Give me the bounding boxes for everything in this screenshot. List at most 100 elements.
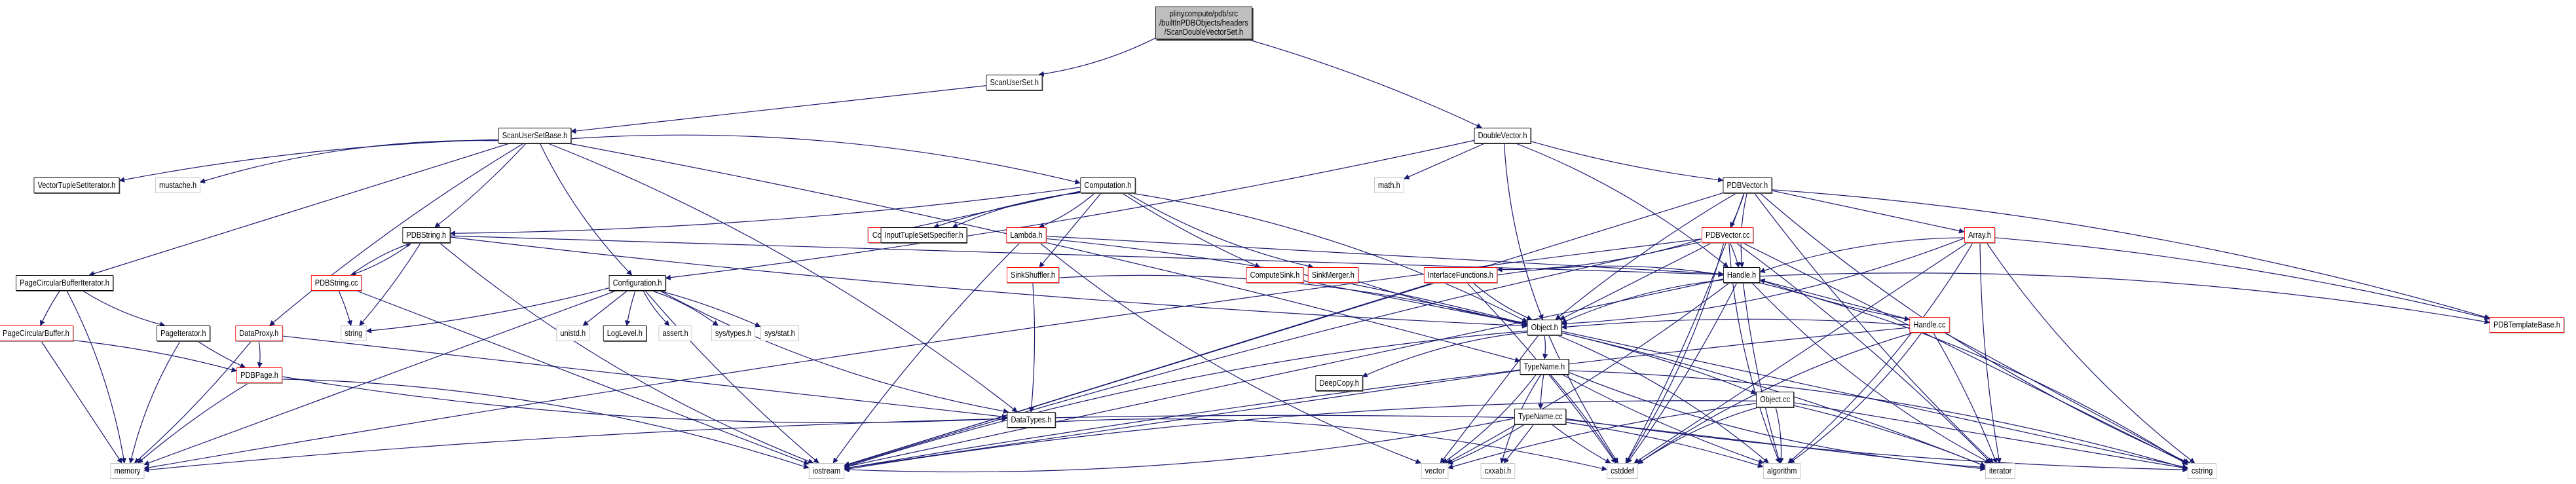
edge-pageiterator-to-pdbpage (197, 341, 246, 368)
edge-dataproxy-to-pdbpage (257, 341, 263, 368)
edge-computation-to-computesink (1122, 193, 1261, 268)
node-pdbpage[interactable]: PDBPage.h (236, 367, 282, 383)
edge-doublevector-to-pdbvector (1531, 141, 1724, 183)
node-loglevel[interactable]: LogLevel.h (603, 326, 646, 341)
node-handle-cc[interactable]: Handle.cc (1909, 317, 1950, 333)
node-root[interactable]: plinycompute/pdb/src /builtInPDBObjects/… (1155, 7, 1252, 39)
edge-pagecircularbufferiterator-to-pagecircularbuffer (40, 290, 60, 326)
edge-pagecircularbuffer-to-memory (41, 341, 122, 464)
node-computesink[interactable]: ComputeSink.h (1246, 267, 1303, 283)
node-sinkshuffler[interactable]: SinkShuffler.h (1007, 267, 1059, 283)
edge-pdbstring_h-to-string (359, 242, 421, 326)
node-object-cc[interactable]: Object.cc (1756, 392, 1795, 407)
node-typename-h[interactable]: TypeName.h (1520, 359, 1569, 375)
edge-configuration-to-string (365, 288, 609, 333)
edge-pdbstring_cc-to-iostream (356, 290, 810, 465)
edges-layer (40, 37, 2490, 473)
edge-computesink-to-object_h (1303, 280, 1528, 326)
edge-pdbpage-to-memory (137, 382, 249, 464)
node-pdbstring-cc[interactable]: PDBString.cc (310, 275, 362, 291)
edge-pdbstring_h-to-iostream (439, 242, 814, 464)
node-pageiterator[interactable]: PageIterator.h (157, 326, 210, 341)
edge-doublevector-to-math (1404, 143, 1485, 179)
edge-object_cc-to-iostream (844, 400, 1757, 472)
node-configuration[interactable]: Configuration.h (608, 275, 666, 291)
edge-configuration-to-memory (143, 290, 616, 466)
edge-configuration-to-unistd (582, 290, 628, 326)
node-typename-cc[interactable]: TypeName.cc (1514, 409, 1566, 424)
edge-typename_cc-to-cstddef (1551, 424, 1611, 464)
edge-computation-to-pdbstring_h (449, 187, 1081, 236)
node-pdbtemplatebase[interactable]: PDBTemplateBase.h (2490, 317, 2564, 333)
edge-computation-to-lambda (1038, 193, 1095, 228)
edge-pdbstring_cc-to-string (338, 290, 352, 326)
node-handle-h[interactable]: Handle.h (1723, 267, 1761, 283)
edge-computation-to-inputtuplesetspecifier (952, 192, 1080, 228)
edge-object_h-to-vector (1440, 335, 1539, 464)
edge-root-to-scanuserset (1038, 37, 1156, 77)
node-math: math.h (1374, 177, 1404, 193)
edge-scanusersetbase-to-datatypes (548, 143, 1018, 413)
edge-interfacefunctions-to-object_h (1472, 282, 1533, 320)
edge-scanusersetbase-to-configuration (539, 143, 633, 276)
edge-configuration-to-assert (643, 290, 670, 326)
edge-typename_cc-to-cstring (1565, 418, 2188, 473)
edge-typename_cc-to-iostream (844, 418, 1514, 473)
edge-configuration-to-sysstat (659, 290, 761, 327)
edge-configuration-to-loglevel (625, 290, 636, 326)
edge-dataproxy-to-memory (134, 341, 252, 464)
node-cstring: cstring (2187, 463, 2217, 479)
edge-handle_h-to-handle_cc (1759, 279, 1911, 322)
edge-object_h-to-cstddef (1548, 335, 1618, 464)
node-pdbvector[interactable]: PDBVector.h (1723, 177, 1772, 193)
node-lambda[interactable]: Lambda.h (1006, 227, 1047, 243)
node-unistd: unistd.h (556, 326, 590, 341)
edge-sinkshuffler-to-object_h (1058, 274, 1528, 327)
node-iterator: iterator (1985, 463, 2016, 479)
edge-object_cc-to-cstring (1793, 402, 2188, 471)
node-interfacefunctions[interactable]: InterfaceFunctions.h (1423, 267, 1497, 283)
node-datatypes[interactable]: DataTypes.h (1007, 412, 1055, 428)
node-cstddef: cstddef (1607, 463, 1638, 479)
edge-handle_cc-to-cstring (1944, 332, 2188, 464)
node-dataproxy[interactable]: DataProxy.h (234, 326, 282, 341)
node-array[interactable]: Array.h (1964, 227, 1995, 243)
node-scanuserset[interactable]: ScanUserSet.h (986, 75, 1043, 90)
edge-array-to-handle_h (1759, 237, 1964, 273)
edge-handle_h-to-iterator (1751, 282, 1990, 464)
node-inputtuplesetspecifier[interactable]: InputTupleSetSpecifier.h (880, 227, 967, 243)
edge-pdbvector-to-cstring (1759, 193, 2190, 464)
edge-scanusersetbase-to-computation (570, 134, 1081, 185)
edge-typename_cc-to-vector (1447, 424, 1525, 465)
node-pagecircularbufferiterator[interactable]: PageCircularBufferIterator.h (15, 275, 113, 291)
edge-scanusersetbase-to-pagecircularbufferiterator (88, 143, 510, 276)
node-doublevector[interactable]: DoubleVector.h (1474, 128, 1531, 143)
node-computation[interactable]: Computation.h (1079, 177, 1135, 193)
node-vector: vector (1421, 463, 1449, 479)
node-pdbstring-h[interactable]: PDBString.h (402, 227, 451, 243)
edge-object_cc-to-vector (1447, 403, 1757, 470)
edge-pdbvector_cc-to-iostream (844, 241, 1702, 468)
edge-array-to-cstddef (1633, 242, 1968, 464)
edge-pageiterator-to-memory (128, 341, 181, 464)
edge-datatypes-to-cstddef (1055, 419, 1608, 472)
node-deepcopy[interactable]: DeepCopy.h (1315, 375, 1363, 391)
node-object-h[interactable]: Object.h (1527, 320, 1562, 335)
edge-doublevector-to-handle_h (1516, 143, 1729, 268)
edge-configuration-to-iostream (644, 290, 819, 464)
node-pagecircularbuffer[interactable]: PageCircularBuffer.h (0, 326, 73, 341)
node-sinkmerger[interactable]: SinkMerger.h (1307, 267, 1358, 283)
edge-pdbstring_h-to-object_h (450, 236, 1528, 329)
edge-array-to-cstring (1986, 242, 2195, 464)
node-vectortuplesetiterator[interactable]: VectorTupleSetIterator.h (33, 177, 120, 193)
node-pdbvector-cc[interactable]: PDBVector.cc (1701, 227, 1753, 243)
edge-sinkmerger-to-object_h (1358, 281, 1528, 326)
node-scanusersetbase[interactable]: ScanUserSetBase.h (498, 128, 571, 143)
edge-handle_h-to-vector (1446, 282, 1730, 464)
edge-handle_cc-to-handle_h (1759, 278, 1910, 320)
edge-computation-to-sinkshuffler (1039, 193, 1102, 268)
edge-array-to-algorithm (1787, 242, 1973, 464)
edge-pdbvector-to-iterator (1754, 193, 1994, 464)
edge-lambda-to-iostream (832, 242, 1020, 464)
edge-typename_cc-to-algorithm (1565, 422, 1764, 468)
